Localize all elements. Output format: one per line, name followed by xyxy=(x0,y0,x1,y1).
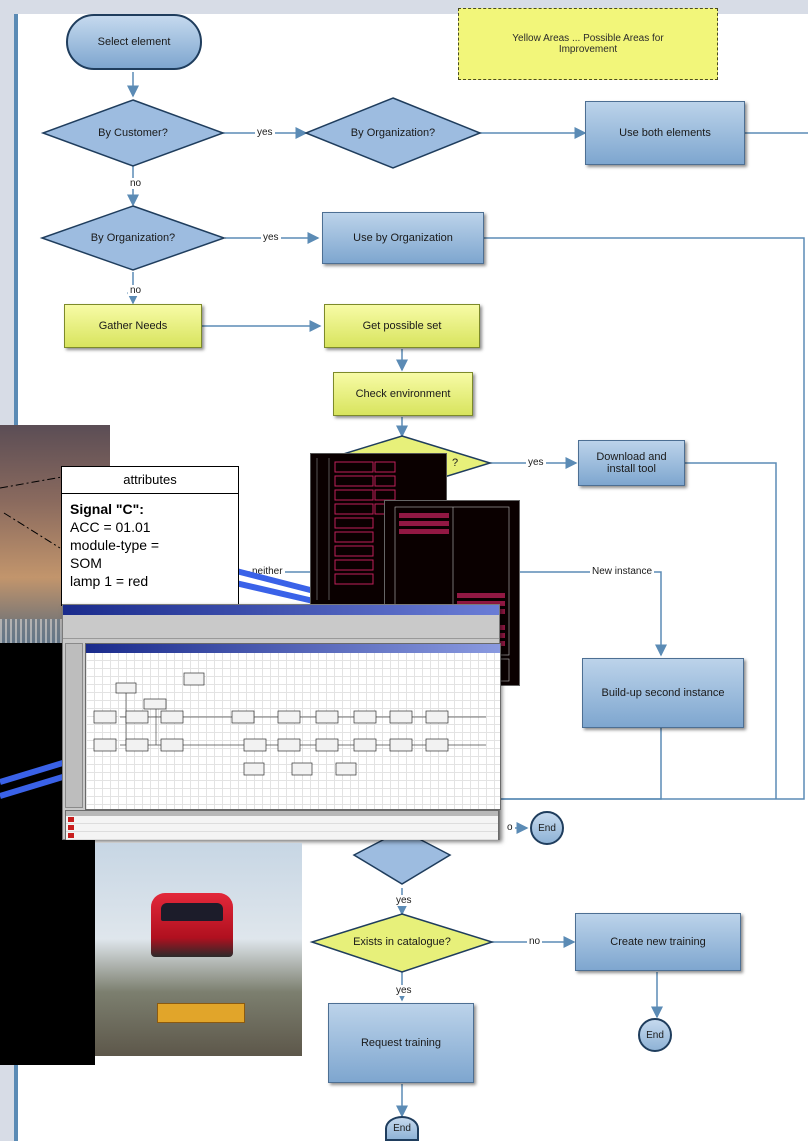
flow-label-neither: neither xyxy=(250,566,285,577)
decision-by-customer: By Customer? xyxy=(98,127,168,139)
decision-shape xyxy=(303,97,483,169)
flow-label-new-instance: New instance xyxy=(590,566,655,577)
table-row xyxy=(66,816,498,824)
screenshot-menubar xyxy=(63,615,499,624)
attribute-line: SOM xyxy=(70,555,102,571)
decision-shape xyxy=(352,829,452,885)
flow-label-yes: yes xyxy=(255,127,275,138)
attribute-line: lamp 1 = red xyxy=(70,573,149,589)
connector xyxy=(520,571,667,657)
topology-network-view xyxy=(85,643,501,810)
flow-label-yes: yes xyxy=(394,985,414,996)
end-terminator: End xyxy=(385,1116,419,1141)
flow-label-yes: yes xyxy=(261,232,281,243)
configurator-screenshot xyxy=(62,604,501,840)
signal-attributes-box: attributes Signal "C": ACC = 01.01 modul… xyxy=(61,466,239,606)
end-terminator: End xyxy=(530,811,564,845)
attribute-line: module-type = xyxy=(70,537,160,553)
attribute-line: ACC = 01.01 xyxy=(70,519,151,535)
process-gather-needs: Gather Needs xyxy=(64,304,202,348)
legend-note: Yellow Areas ... Possible Areas for Impr… xyxy=(458,8,718,80)
attributes-heading: Signal "C": xyxy=(70,501,144,517)
decision-by-organization-2: By Organization? xyxy=(90,232,176,244)
decision-partial-text: ? xyxy=(451,457,459,469)
table-row xyxy=(66,832,498,840)
table-row xyxy=(66,824,498,832)
flow-label-no: o xyxy=(505,822,515,833)
attributes-title: attributes xyxy=(62,467,238,494)
locomotive xyxy=(151,893,233,957)
start-terminator: Select element xyxy=(66,14,202,70)
decision-shape xyxy=(39,205,227,271)
decision-shape xyxy=(40,99,226,167)
flow-label-yes: yes xyxy=(526,457,546,468)
flow-label-no: no xyxy=(128,178,144,189)
decision-by-organization: By Organization? xyxy=(350,127,436,139)
process-use-by-organization: Use by Organization xyxy=(322,212,484,264)
flow-label-no: no xyxy=(128,285,144,296)
process-check-environment: Check environment xyxy=(333,372,473,416)
end-terminator: End xyxy=(638,1018,672,1052)
flow-label-no: no xyxy=(527,936,543,947)
process-create-new-training: Create new training xyxy=(575,913,741,971)
screenshot-side-panel xyxy=(65,643,83,808)
decision-exists-in-catalogue: Exists in catalogue? xyxy=(353,936,451,948)
screenshot-toolbar xyxy=(63,624,499,639)
process-use-both: Use both elements xyxy=(585,101,745,165)
flow-label-yes: yes xyxy=(394,895,414,906)
network-graph xyxy=(93,672,486,776)
decision-shape xyxy=(309,913,495,973)
process-request-training: Request training xyxy=(328,1003,474,1083)
network-view-titlebar xyxy=(86,644,500,653)
balise-device xyxy=(157,1003,245,1023)
connector xyxy=(685,462,777,799)
connector xyxy=(500,728,662,800)
validation-panel xyxy=(65,810,499,840)
process-download-install: Download and install tool xyxy=(578,440,685,486)
screenshot-titlebar xyxy=(63,605,499,615)
process-build-up-second-instance: Build-up second instance xyxy=(582,658,744,728)
process-get-possible-set: Get possible set xyxy=(324,304,480,348)
train-photo xyxy=(95,843,302,1056)
